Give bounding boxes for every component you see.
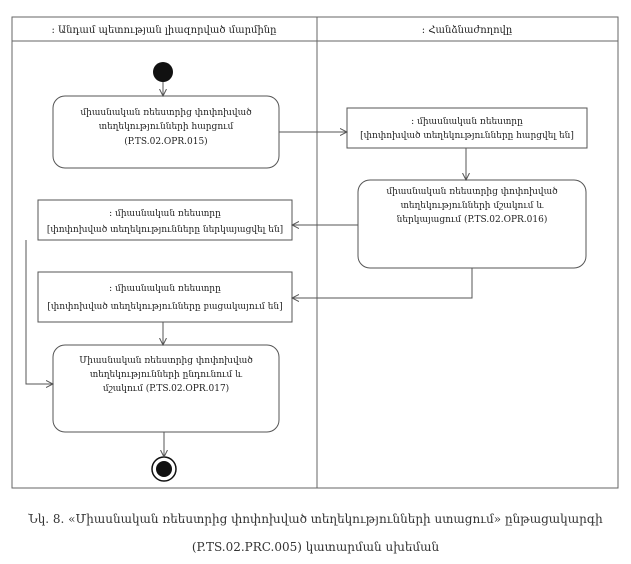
activity-diagram: : Անդամ պետության լիազորված մարմինը : Հա… (11, 16, 619, 489)
object-requested-state: [փոփոխված տեղեկությունները հարցվել են] (360, 130, 574, 141)
action-receive-line-1: Միասնական ռեեստրից փոփոխված (79, 355, 253, 366)
object-missing: : միասնական ռեեստրը [փոփոխված տեղեկությո… (37, 271, 293, 323)
action-form-present-line-3: ներկայացում (P.TS.02.OPR.016) (397, 214, 548, 225)
action-receive: Միասնական ռեեստրից փոփոխված տեղեկություն… (52, 344, 280, 433)
action-form-present-line-1: միասնական ռեեստրից փոփոխված (386, 186, 558, 197)
action-request-code: (P.TS.02.OPR.015) (124, 136, 207, 147)
control-flows (25, 82, 473, 457)
object-presented: : միասնական ռեեստրը [փոփոխված տեղեկությո… (37, 199, 293, 241)
swimlane-frame (11, 16, 619, 489)
action-request-line-1: միասնական ռեեստրից փոփոխված (80, 107, 252, 118)
object-requested-title: : միասնական ռեեստրը (411, 117, 523, 127)
flow-form-to-missing (292, 268, 473, 298)
action-request-line-2: տեղեկությունների հարցում (99, 122, 234, 132)
action-form-present-line-2: տեղեկությունների մշակում և (401, 201, 545, 211)
action-receive-line-2: տեղեկությունների ընդունում և (90, 370, 243, 380)
action-form-present: միասնական ռեեստրից փոփոխված տեղեկություն… (357, 179, 587, 269)
object-missing-title: : միասնական ռեեստրը (109, 284, 221, 294)
object-requested: : միասնական ռեեստրը [փոփոխված տեղեկությո… (346, 107, 588, 149)
final-node (151, 456, 177, 482)
flow-presented-to-receive (25, 240, 53, 384)
object-presented-state: [փոփոխված տեղեկությունները ներկայացվել ե… (47, 224, 283, 235)
start-node (153, 62, 173, 82)
lane-title-commission: : Հանձնաժողովը (422, 25, 513, 36)
figure-caption-line-1: Նկ. 8. «Միասնական ռեեստրից փոփոխված տեղե… (28, 512, 603, 526)
object-presented-title: : միասնական ռեեստրը (109, 209, 221, 219)
figure-caption-line-2: (P.TS.02.PRC.005) կատարման սխեման (191, 540, 440, 554)
lane-title-member-state: : Անդամ պետության լիազորված մարմինը (51, 25, 277, 36)
object-missing-state: [փոփոխված տեղեկությունները բացակայում են… (47, 301, 282, 312)
action-receive-line-3: մշակում (P.TS.02.OPR.017) (103, 383, 229, 394)
action-request: միասնական ռեեստրից փոփոխված տեղեկություն… (52, 95, 280, 169)
